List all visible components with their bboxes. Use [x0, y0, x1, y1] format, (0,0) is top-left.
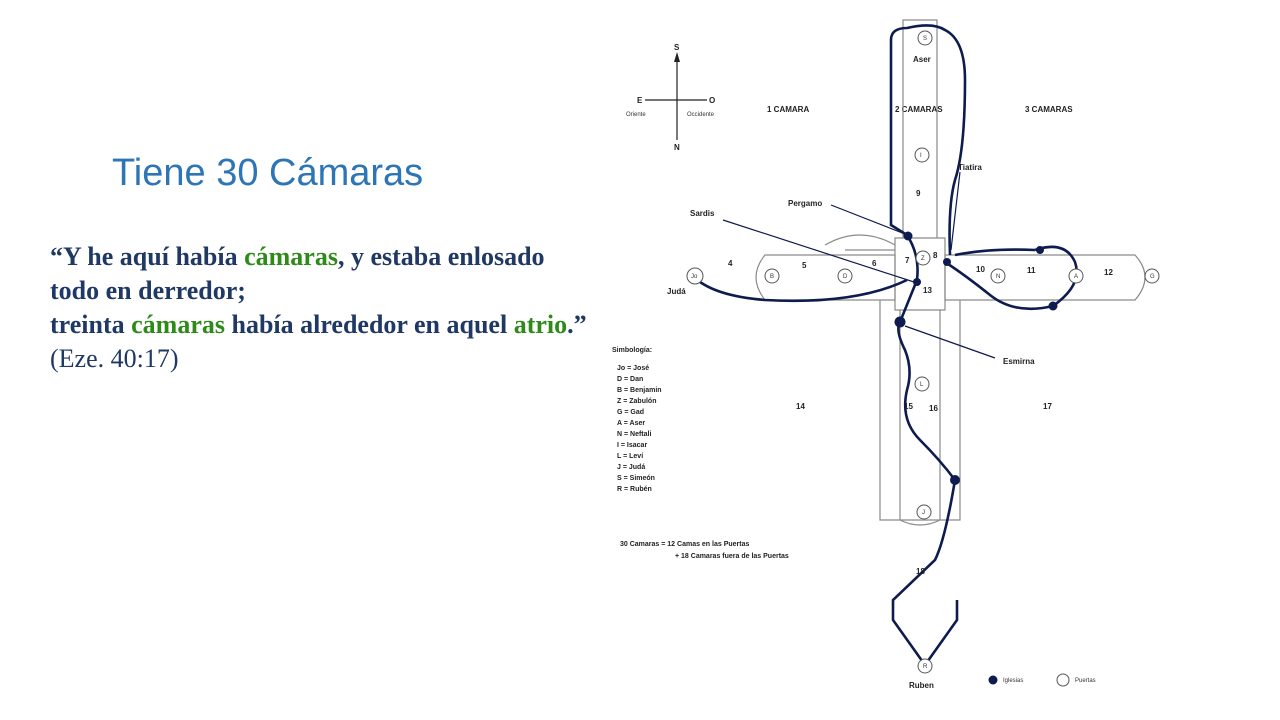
chamber-11: 11 [1027, 266, 1036, 275]
symbology-item: N = Neftali [617, 431, 651, 438]
gate-s: S [923, 36, 927, 42]
chamber-13: 13 [923, 286, 932, 295]
symbology-legend: Simbología: Jo = José D = Dan B = Benjam… [612, 347, 662, 493]
cross-outline [755, 19, 1146, 526]
chamber-7: 7 [905, 256, 910, 265]
quote-open: “Y he aquí había [50, 242, 245, 271]
compass-o: O [709, 96, 715, 105]
gate-g: G [1150, 274, 1155, 280]
header-2-camaras: 2 CAMARAS [895, 105, 943, 114]
symbology-item: D = Dan [617, 376, 643, 383]
chamber-numbers: 4 5 6 7 8 9 10 11 12 13 14 15 16 17 18 [728, 189, 1113, 576]
chamber-18: 18 [916, 567, 925, 576]
place-ruben: Ruben [909, 681, 934, 690]
symbology-item: S = Simeón [617, 475, 655, 482]
legend-iglesias: Iglesias [1003, 678, 1023, 684]
gate-n: N [996, 274, 1000, 280]
chamber-count-note-1: 30 Camaras = 12 Camas en las Puertas [620, 541, 749, 548]
header-1-camara: 1 CAMARA [767, 105, 809, 114]
gate-i: I [920, 153, 922, 159]
symbology-title: Simbología: [612, 347, 652, 354]
gate-l: L [920, 382, 924, 388]
symbology-item: Z = Zabulón [617, 398, 656, 405]
compass: S N E O Oriente Occidente [626, 43, 715, 152]
church-dots [894, 231, 1058, 485]
symbology-item: J = Judá [617, 464, 645, 471]
gate-d: D [843, 274, 848, 280]
chamber-count-note-2: + 18 Camaras fuera de las Puertas [675, 553, 789, 560]
place-sardis: Sardis [690, 209, 715, 218]
map-legend: Iglesias Puertas [988, 673, 1096, 687]
quote-part-5: .” [567, 310, 587, 339]
compass-s: S [674, 43, 680, 52]
compass-oriente: Oriente [626, 112, 646, 118]
chamber-6: 6 [872, 259, 877, 268]
symbology-item: Jo = José [617, 365, 649, 372]
pointer-arrows [722, 171, 996, 359]
place-esmirna: Esmirna [1003, 357, 1035, 366]
scripture-quote: “Y he aquí había cámaras, y estaba enlos… [50, 240, 590, 376]
compass-e: E [637, 96, 643, 105]
gate-letters: S I Z Jo B D N A G L J R [691, 36, 1155, 670]
symbology-item: G = Gad [617, 409, 644, 416]
quote-part-4: había alrededor en aquel [224, 310, 514, 339]
gate-j: J [922, 510, 925, 516]
chamber-8: 8 [933, 251, 938, 260]
place-pergamo: Pergamo [788, 199, 822, 208]
compass-n: N [674, 143, 680, 152]
place-aser: Aser [913, 55, 931, 64]
slide-title: Tiene 30 Cámaras [112, 152, 424, 194]
chamber-12: 12 [1104, 268, 1113, 277]
gate-r: R [923, 664, 928, 670]
symbology-item: R = Rubén [617, 486, 652, 493]
chamber-15: 15 [904, 402, 913, 411]
gate-jo: Jo [691, 274, 698, 280]
chamber-10: 10 [976, 265, 985, 274]
symbology-item: I = Isacar [617, 442, 647, 449]
quote-part-3: treinta [50, 310, 132, 339]
church-path [694, 24, 1078, 668]
chamber-17: 17 [1043, 402, 1052, 411]
place-tiatira: Tiatira [958, 163, 982, 172]
chamber-5: 5 [802, 261, 807, 270]
gate-a: A [1074, 274, 1078, 280]
chamber-4: 4 [728, 259, 733, 268]
quote-highlight-camaras-1: cámaras [244, 242, 338, 271]
quote-reference: (Eze. 40:17) [50, 344, 179, 373]
gate-b: B [770, 274, 774, 280]
gate-circles [686, 30, 1160, 674]
symbology-item: B = Benjamin [617, 387, 662, 394]
compass-occidente: Occidente [687, 112, 715, 118]
gate-z: Z [921, 256, 925, 262]
quote-part-2: , y estaba enlosado todo en derredor; [50, 242, 545, 305]
chamber-9: 9 [916, 189, 921, 198]
legend-puertas: Puertas [1075, 678, 1096, 684]
chamber-14: 14 [796, 402, 805, 411]
chamber-16: 16 [929, 404, 938, 413]
temple-chambers-diagram: S N E O Oriente Occidente 1 CAMARA 2 CAM… [612, 19, 1160, 690]
header-3-camaras: 3 CAMARAS [1025, 105, 1073, 114]
symbology-item: L = Leví [617, 453, 644, 460]
place-juda: Judá [667, 287, 686, 296]
quote-highlight-camaras-2: cámaras [131, 310, 225, 339]
symbology-item: A = Aser [617, 420, 645, 427]
quote-highlight-atrio: atrio [513, 310, 568, 339]
